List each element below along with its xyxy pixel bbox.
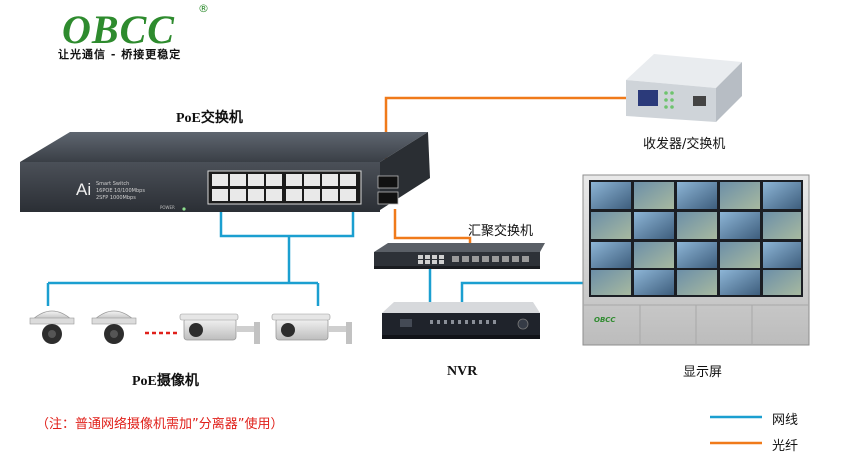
network-cables (46, 210, 583, 306)
video-wall (582, 174, 810, 346)
switch-power-text: POWER (160, 205, 175, 210)
switch-face-text: Smart Switch 16POE 10/100Mbps 2SFP 1000M… (96, 181, 145, 202)
display-label: 显示屏 (683, 365, 723, 380)
display-brand-mark: OBCC (594, 316, 616, 324)
poe-switch (20, 132, 430, 212)
transceiver-device (626, 54, 742, 122)
aggregation-switch-label: 汇聚交换机 (468, 224, 534, 239)
brand-logo: OBCC (62, 7, 175, 52)
legend-fiber-label: 光纤 (772, 439, 799, 454)
legend-network-label: 网线 (772, 413, 799, 428)
camera-3 (179, 313, 260, 344)
switch-face-line-3: 2SFP 1000Mbps (96, 195, 136, 201)
video-wall-screens (591, 182, 801, 295)
switch-face-line-1: Smart Switch (96, 181, 130, 187)
fiber-to-aggregation (393, 209, 472, 244)
poe-switch-label: PoE交换机 (176, 111, 243, 126)
switch-port-cable (219, 210, 355, 238)
switch-face-line-2: 16POE 10/100Mbps (96, 188, 145, 194)
nvr-label: NVR (447, 364, 478, 379)
nvr-to-display-cable (460, 281, 583, 305)
nvr-device (382, 302, 540, 339)
camera-1 (29, 310, 75, 344)
camera-2 (91, 310, 137, 344)
splitter-note: （注：普通网络摄像机需加”分离器”使用） (36, 417, 284, 432)
poe-cameras-label: PoE摄像机 (132, 374, 199, 389)
camera-4 (271, 313, 352, 344)
registered-mark: ® (198, 2, 209, 15)
aggregation-switch-device (374, 243, 545, 269)
brand-slogan: 让光通信 - 桥接更稳定 (58, 48, 182, 61)
switch-face-logo: Ai (76, 180, 92, 199)
transceiver-label: 收发器/交换机 (643, 137, 726, 152)
